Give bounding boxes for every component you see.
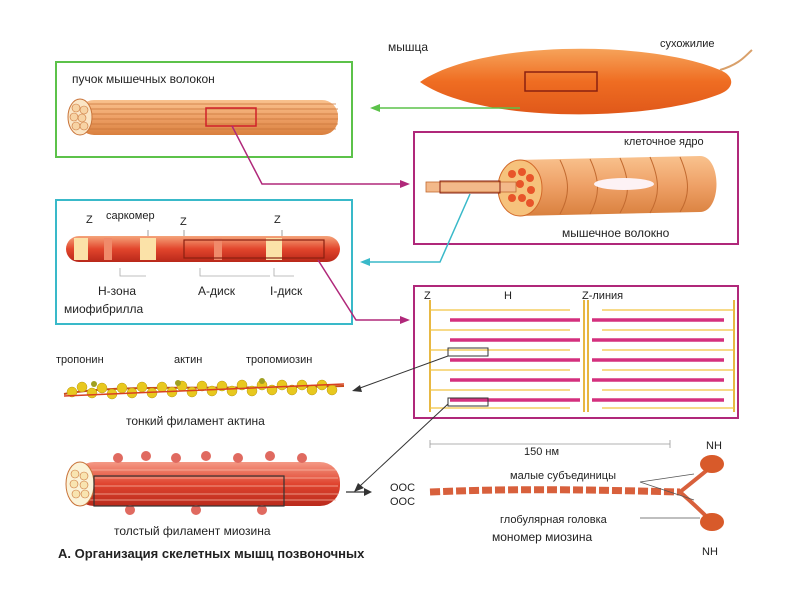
figure-caption: А. Организация скелетных мышц позвоночны…: [58, 546, 365, 561]
label-myofibril: миофибрилла: [64, 302, 144, 316]
label-thin-filament: тонкий филамент актина: [126, 414, 265, 428]
label-muscle: мышца: [388, 40, 429, 54]
muscle-shape: [420, 48, 753, 115]
label-z1: Z: [86, 214, 93, 226]
fiber-shape: [425, 156, 717, 217]
label-sarcomere: саркомер: [106, 210, 155, 222]
label-troponin: тропонин: [56, 354, 104, 366]
label-zline: Z-линия: [582, 290, 624, 302]
myosin-monomer: [429, 440, 724, 531]
label-z3: Z: [274, 214, 281, 226]
label-ooc2: ООС: [390, 496, 416, 508]
arrow-fiber-to-myofibril: [370, 193, 471, 263]
sarcomere-frame: [413, 285, 739, 419]
label-idisk: I-диск: [270, 284, 303, 298]
label-nh2: NH: [702, 546, 718, 558]
label-ooc1: ООС: [390, 482, 416, 494]
label-small-subunits: малые субъединицы: [510, 470, 616, 482]
label-actin: актин: [174, 354, 203, 366]
label-hzone: Н-зона: [98, 284, 137, 298]
label-nucleus: клеточное ядро: [624, 136, 704, 148]
arrow-bundle-to-fiber: [231, 125, 400, 185]
label-fiber: мышечное волокно: [562, 226, 670, 240]
bundle-frame: [55, 61, 353, 158]
arrow-sarcomere-to-actin: [359, 355, 449, 389]
label-sarcomere-z: Z: [424, 290, 431, 302]
label-nh1: NH: [706, 440, 722, 452]
label-myosin-monomer: мономер миозина: [492, 530, 593, 544]
label-tendon: сухожилие: [660, 38, 715, 50]
myofibril-shape: [66, 230, 340, 277]
label-thick-filament: толстый филамент миозина: [114, 524, 271, 538]
label-z2: Z: [180, 216, 187, 228]
arrow-sarcomere-to-myosin: [359, 403, 449, 487]
label-sarcomere-h: H: [504, 290, 512, 302]
actin-filament: [63, 378, 345, 400]
myofibril-frame: [55, 199, 353, 325]
bundle-shape: [67, 98, 338, 136]
label-globular-head: глобулярная головка: [500, 514, 607, 526]
label-tropomyosin: тропомиозин: [246, 354, 313, 366]
label-bundle: пучок мышечных волокон: [72, 72, 215, 86]
arrow-myofibril-to-sarcomere: [317, 259, 400, 321]
sarcomere-shape: [429, 300, 735, 412]
label-150nm: 150 нм: [524, 446, 560, 458]
myosin-filament: [65, 451, 340, 515]
label-adisk: А-диск: [198, 284, 235, 298]
fiber-frame: [413, 131, 739, 245]
